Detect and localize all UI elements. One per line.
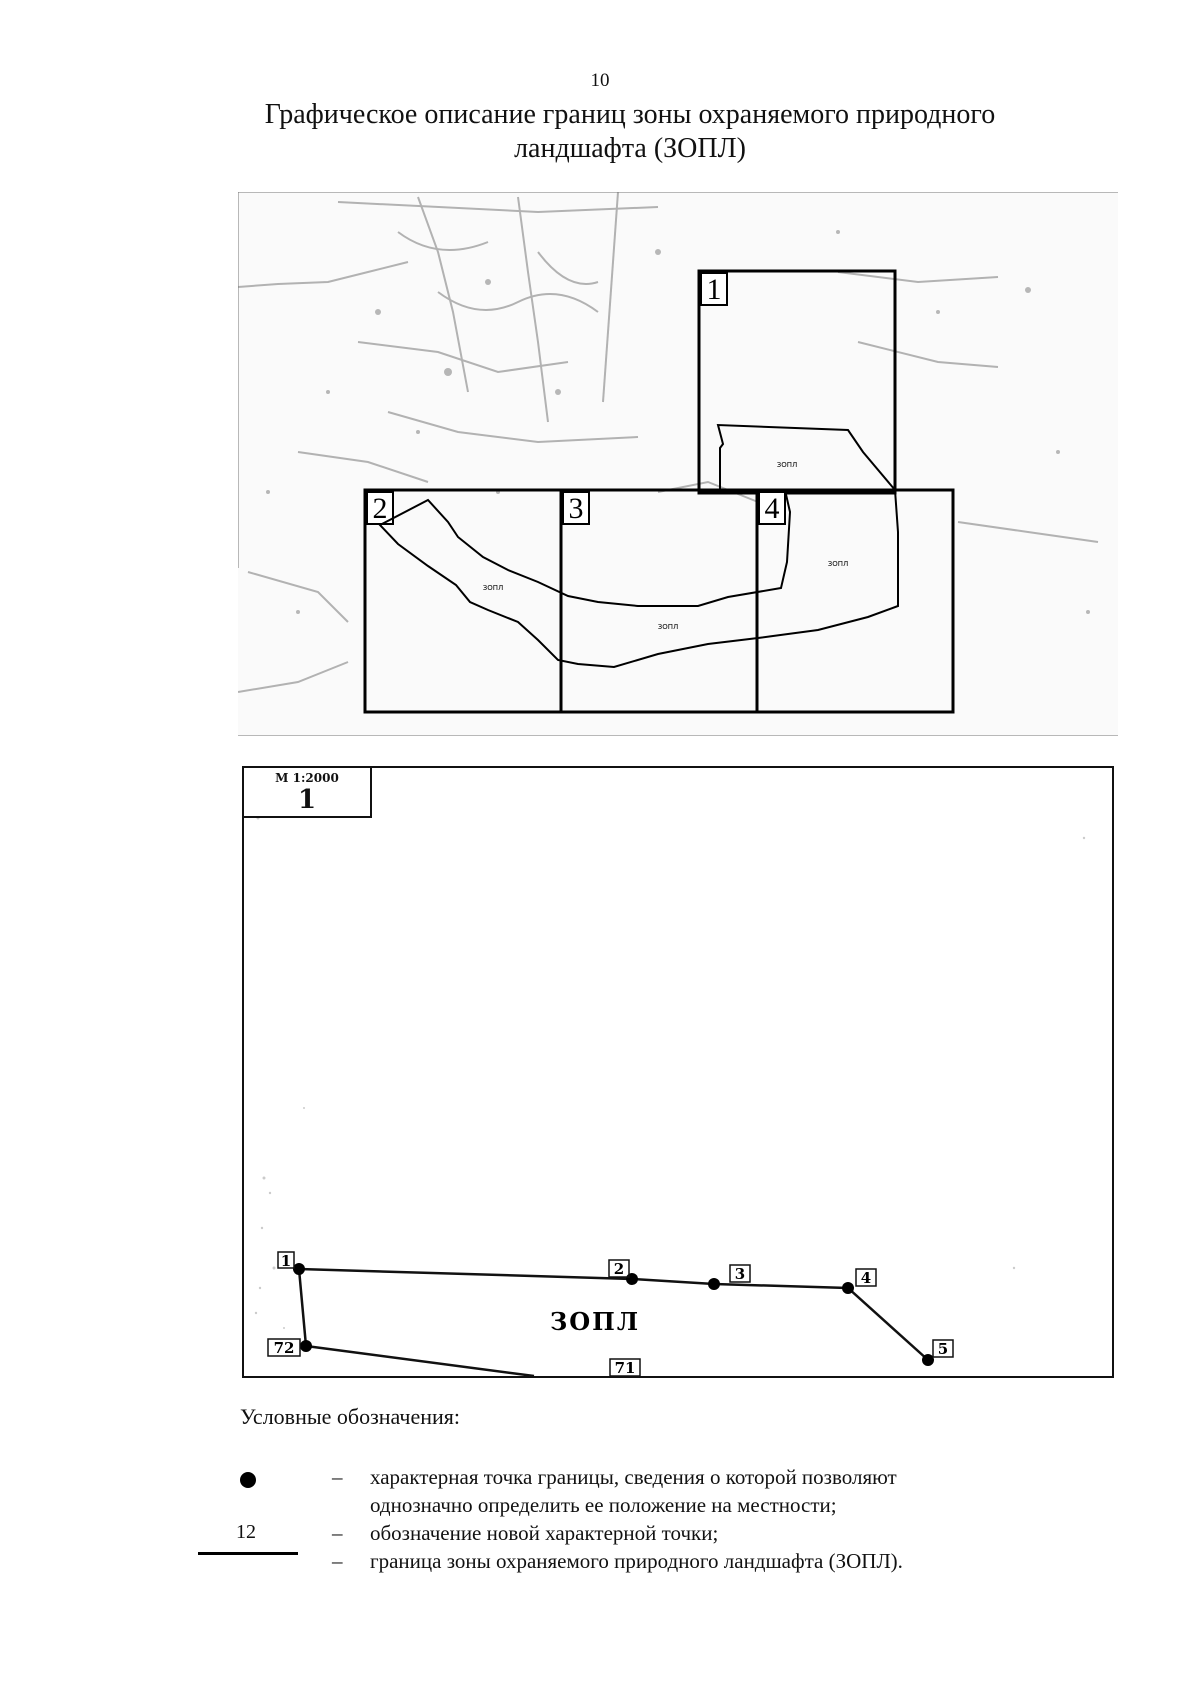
legend-line-text: граница зоны охраняемого природного ланд…: [370, 1549, 903, 1573]
point-label-2: 2: [614, 1260, 624, 1278]
legend-row-line: – граница зоны охраняемого природного ла…: [0, 1549, 1200, 1579]
zopl-label-sheet-4: ЗОПЛ: [828, 560, 849, 568]
page-title: Графическое описание границ зоны охраняе…: [264, 99, 996, 164]
legend-row-point-cont: однозначно определить ее положение на ме…: [0, 1493, 1200, 1523]
legend-dash-2: –: [332, 1521, 343, 1545]
detail-map-svg: 1 2 3 4 5 72 71 ЗОПЛ: [254, 816, 1086, 1376]
point-label-71: 71: [615, 1359, 636, 1376]
zopl-boundary-overview: [378, 423, 899, 669]
sheet-label-2: 2: [373, 492, 388, 525]
sheet-label-4: 4: [765, 492, 780, 525]
zopl-label-sheet-3: ЗОПЛ: [658, 623, 679, 631]
sheet-label-1: 1: [707, 273, 722, 306]
boundary-point-3: [708, 1278, 720, 1290]
legend-point-symbol: [240, 1472, 256, 1488]
sheet-label-box-3: [562, 491, 590, 525]
sheet-frame-1: [697, 269, 897, 495]
legend-point-text-1: характерная точка границы, сведения о ко…: [370, 1465, 897, 1489]
zopl-boundary-detail-lower: [297, 1268, 535, 1376]
boundary-point-2: [626, 1273, 638, 1285]
point-label-5: 5: [938, 1340, 948, 1358]
sheet-frame-4: [755, 488, 955, 714]
point-label-3: 3: [735, 1265, 745, 1283]
boundary-point-5: [922, 1354, 934, 1366]
detail-texture: [254, 816, 1086, 1329]
page-number: 10: [590, 70, 610, 91]
sheet-label-3: 3: [569, 492, 584, 525]
point-label-1: 1: [281, 1252, 291, 1270]
legend-line-symbol: [198, 1552, 298, 1555]
zopl-label-sheet-2: ЗОПЛ: [483, 584, 504, 592]
scale-box: М 1:2000 1: [244, 768, 372, 818]
boundary-point-1: [293, 1263, 305, 1275]
detail-map-sheet-1: 1 2 3 4 5 72 71 ЗОПЛ М 1:2000 1: [242, 766, 1114, 1378]
scale-label: М 1:2000: [275, 771, 339, 785]
legend-row-point: – характерная точка границы, сведения о …: [0, 1465, 1200, 1495]
legend-point-text-2: однозначно определить ее положение на ме…: [370, 1493, 837, 1517]
legend-number-sample: 12: [236, 1521, 256, 1543]
sheet-label-box-2: [366, 491, 394, 525]
point-label-72: 72: [274, 1339, 295, 1357]
overview-map-svg: 1 2 3 4 ЗОПЛ ЗОПЛ ЗОПЛ ЗОПЛ: [238, 192, 1118, 736]
detail-sheet-number: 1: [297, 785, 317, 815]
legend-title: Условные обозначения:: [240, 1404, 461, 1429]
sheet-label-box-1: [700, 272, 728, 306]
map-texture: [238, 192, 1099, 693]
sheet-frame-2: [363, 488, 563, 714]
map-dots: [266, 230, 1090, 614]
legend-row-number: 12 – обозначение новой характерной точки…: [0, 1521, 1200, 1551]
point-label-4: 4: [861, 1269, 871, 1287]
legend-dash-3: –: [332, 1549, 343, 1573]
overview-map: 1 2 3 4 ЗОПЛ ЗОПЛ ЗОПЛ ЗОПЛ: [238, 192, 1118, 736]
legend-dash-1: –: [332, 1465, 343, 1489]
legend-number-text: обозначение новой характерной точки;: [370, 1521, 719, 1545]
zopl-label-sheet-1: ЗОПЛ: [777, 461, 798, 469]
zopl-label-detail: ЗОПЛ: [550, 1307, 640, 1336]
boundary-point-4: [842, 1282, 854, 1294]
sheet-label-box-4: [758, 491, 786, 525]
boundary-point-72: [300, 1340, 312, 1352]
